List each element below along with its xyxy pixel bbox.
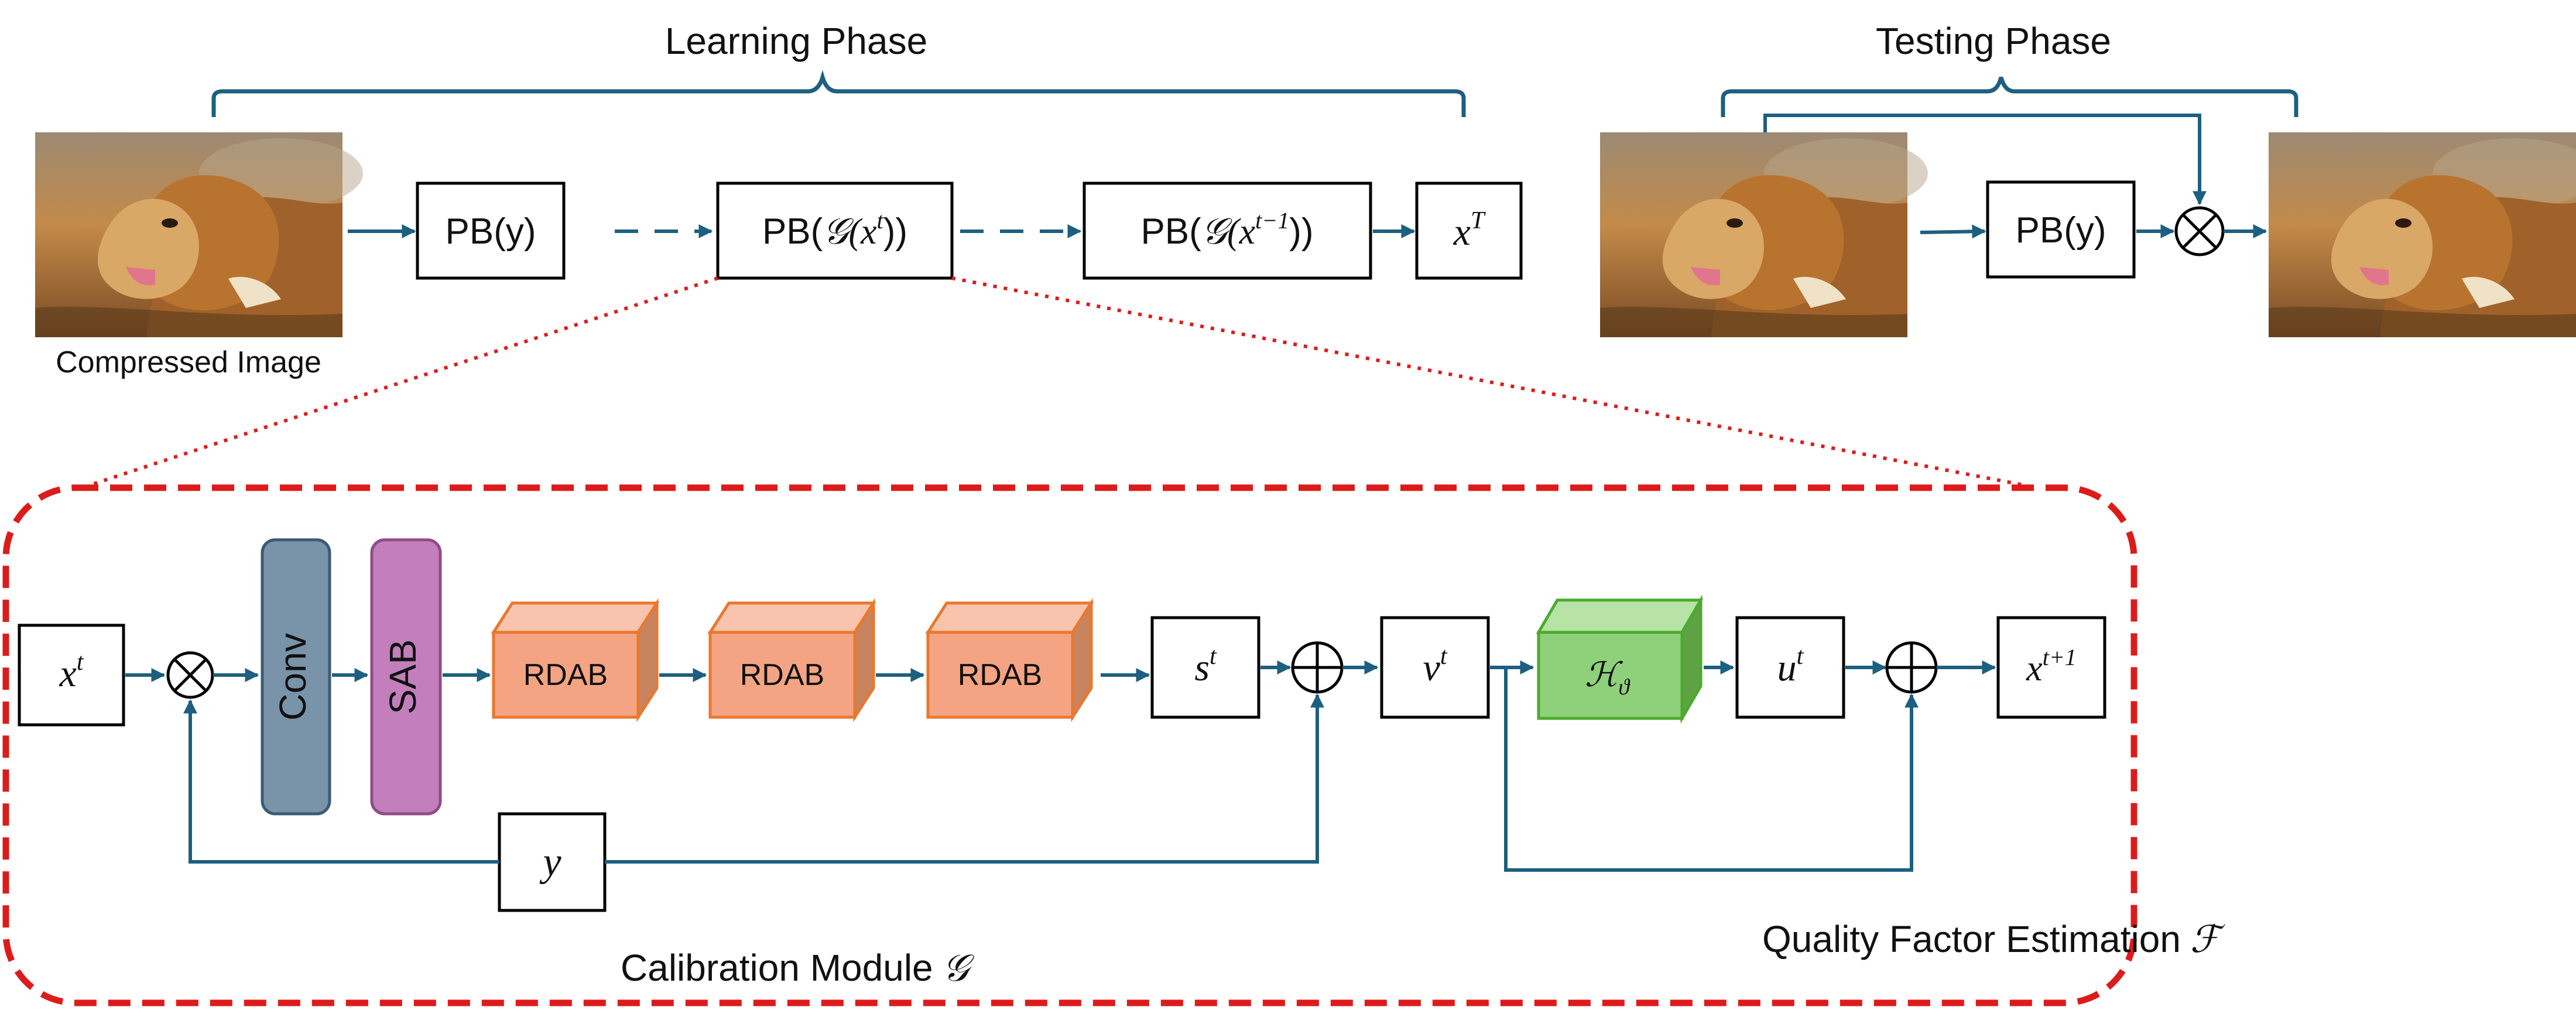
pb-g2-x: 𝒢(x <box>1201 212 1256 252</box>
module-in-x: x <box>59 652 77 695</box>
svg-text:xt+1: xt+1 <box>2026 644 2077 689</box>
y-label: y <box>539 840 561 885</box>
conv-label: Conv <box>272 633 314 720</box>
rdab-2-label: RDAB <box>740 658 824 692</box>
module-input-xt: xt <box>18 624 125 727</box>
svg-text:st: st <box>1194 643 1217 689</box>
s-t-block: st <box>1150 616 1260 719</box>
add-node-2 <box>1885 641 1938 694</box>
u-label: u <box>1777 646 1797 689</box>
pb-y-label: PB(y) <box>446 211 536 252</box>
h-sub: ϑ <box>1618 675 1630 700</box>
arrow-y-to-add <box>605 693 1324 864</box>
test-multiply-node <box>2174 206 2225 256</box>
svg-text:PB(𝒢(xt)): PB(𝒢(xt)) <box>762 207 907 252</box>
svg-text:PB(𝒢(xt−1)): PB(𝒢(xt−1)) <box>1140 207 1313 252</box>
output-x: x <box>1453 211 1471 254</box>
compressed-image-caption: Compressed Image <box>56 345 321 379</box>
v-label: v <box>1423 646 1441 689</box>
v-sup: t <box>1440 643 1448 670</box>
pb-g-sup: t <box>877 207 884 234</box>
calibration-symbol: 𝒢 <box>943 947 975 989</box>
svg-text:ℋϑ: ℋϑ <box>1585 656 1630 700</box>
rdab-block-2: RDAB <box>707 598 876 722</box>
h-label: ℋ <box>1585 656 1623 694</box>
pb-g-prefix: PB( <box>762 211 823 252</box>
add-node-1 <box>1291 641 1344 694</box>
s-label: s <box>1194 646 1210 689</box>
sab-label: SAB <box>382 639 424 714</box>
arrow-y-to-multiply <box>183 699 499 864</box>
testing-output-image <box>2269 132 2576 337</box>
test-pb-y-label: PB(y) <box>2016 210 2106 251</box>
pb-g-xt-block: PB(𝒢(xt)) <box>716 181 954 280</box>
rdab-3-label: RDAB <box>958 658 1042 692</box>
arrow-test-image-to-pb <box>1920 224 1986 239</box>
u-sup: t <box>1797 643 1804 670</box>
output-xT-block: xT <box>1415 181 1523 280</box>
sab-block: SAB <box>370 538 442 816</box>
quality-symbol: ℱ <box>2190 919 2226 960</box>
svg-text:xt: xt <box>59 649 84 695</box>
pb-g-x: 𝒢(x <box>823 212 877 252</box>
h-theta-block: ℋϑ <box>1536 594 1704 724</box>
pb-g2-suffix: )) <box>1289 211 1313 252</box>
svg-text:vt: vt <box>1423 643 1448 689</box>
skip-path-v-to-add <box>1504 667 1919 872</box>
test-pb-y-block: PB(y) <box>1986 180 2136 279</box>
calibration-detail-frame <box>2 484 2137 1006</box>
quality-caption: Quality Factor Estimation <box>1762 918 2181 960</box>
testing-input-image <box>1600 132 1928 337</box>
module-out-x: x <box>2026 649 2043 689</box>
module-out-sup: t+1 <box>2043 644 2077 670</box>
s-sup: t <box>1210 643 1217 670</box>
u-t-block: ut <box>1735 616 1845 719</box>
learning-phase-brace <box>211 70 1466 117</box>
pb-g2-sup: t−1 <box>1255 207 1289 234</box>
module-output-xt1: xt+1 <box>1996 616 2106 719</box>
rdab-1-label: RDAB <box>523 658 608 692</box>
pb-g2-prefix: PB( <box>1140 211 1201 252</box>
pb-g-xt-minus-1-block: PB(𝒢(xt−1)) <box>1083 181 1372 280</box>
y-block: y <box>498 812 607 912</box>
learning-phase-title: Learning Phase <box>665 20 927 62</box>
skip-path-input-to-multiply <box>1763 114 2207 206</box>
svg-text:ut: ut <box>1777 643 1804 689</box>
svg-text:xT: xT <box>1453 207 1486 254</box>
module-in-sup: t <box>77 649 84 676</box>
pb-g-suffix: )) <box>883 211 907 252</box>
testing-phase-title: Testing Phase <box>1876 20 2111 62</box>
output-sup: T <box>1471 207 1486 234</box>
pb-y-block: PB(y) <box>416 181 566 280</box>
module-multiply-node <box>166 651 214 699</box>
rdab-block-3: RDAB <box>925 598 1094 722</box>
testing-phase-brace <box>1721 77 2298 117</box>
rdab-block-1: RDAB <box>491 598 660 722</box>
compressed-image <box>35 132 363 337</box>
conv-block: Conv <box>261 538 331 816</box>
calibration-caption: Calibration Module <box>621 947 933 989</box>
v-t-block: vt <box>1380 616 1490 719</box>
